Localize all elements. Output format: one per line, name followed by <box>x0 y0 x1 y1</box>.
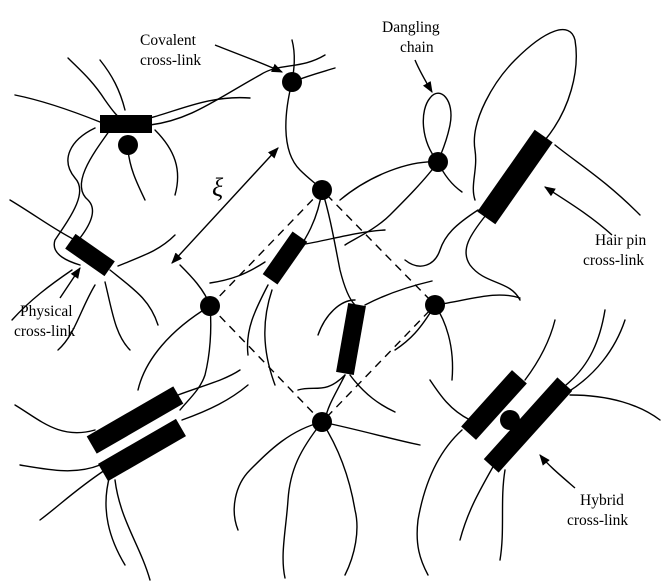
node-dangling <box>428 152 448 172</box>
node-top-left-cluster <box>118 135 138 155</box>
polymer-chain <box>322 422 357 575</box>
polymer-chain <box>10 200 75 240</box>
polymer-chain <box>466 215 520 300</box>
bar-hairpin <box>477 130 552 225</box>
dangling-label-line1: Dangling <box>382 19 440 36</box>
polymer-chain <box>500 470 505 560</box>
polymer-chain <box>350 375 395 412</box>
polymer-chain <box>300 230 385 245</box>
polymer-chain <box>138 306 210 390</box>
hybrid-label-line1: Hybrid <box>580 492 624 509</box>
covalent-label-line2: cross-link <box>140 52 201 69</box>
node-covalent-top <box>282 72 302 92</box>
polymer-chain <box>80 130 110 238</box>
polymer-chain <box>106 475 125 565</box>
polymer-chain <box>322 422 420 445</box>
polymer-chains <box>10 30 660 580</box>
hairpin-label-line2: cross-link <box>583 252 644 269</box>
polymer-chain <box>570 395 660 420</box>
covalent-nodes <box>118 72 520 432</box>
bar-center <box>263 232 308 285</box>
physical-label-line2: cross-link <box>14 323 75 340</box>
polymer-chain <box>460 465 494 540</box>
mesh-outline-lower <box>210 305 435 422</box>
node-mesh-left <box>200 296 220 316</box>
node-mesh-right <box>425 295 445 315</box>
polymer-chain <box>417 430 462 575</box>
polymer-chain <box>283 422 322 578</box>
polymer-chain <box>568 320 625 392</box>
polymer-chain <box>180 306 211 410</box>
node-mesh-bottom <box>312 412 332 432</box>
polymer-chain <box>118 235 175 266</box>
bar-top-left <box>100 115 152 133</box>
polymer-chain <box>40 470 105 520</box>
polymer-chain <box>100 60 125 110</box>
polymer-chain <box>555 145 640 215</box>
polymer-chain <box>234 422 322 530</box>
mesh-size-symbol: ξ <box>212 173 224 202</box>
polymer-chain <box>210 262 265 283</box>
polymer-chain <box>128 150 145 200</box>
physical-arrow <box>60 268 80 298</box>
polymer-chain <box>115 480 150 580</box>
polymer-chain <box>20 465 100 471</box>
hairpin-label-line1: Hair pin <box>595 232 646 249</box>
bar-center-vertical <box>336 303 366 375</box>
polymer-chain <box>15 405 95 433</box>
dangling-chain <box>423 93 451 162</box>
polymer-chain <box>525 320 555 380</box>
mesh-outline-upper <box>210 190 435 306</box>
polymer-chain <box>286 82 322 190</box>
hybrid-label-line2: cross-link <box>567 512 628 529</box>
polymer-chain <box>435 305 453 380</box>
polymer-chain <box>110 270 158 325</box>
covalent-label-line1: Covalent <box>140 32 197 49</box>
polymer-chain <box>365 281 432 305</box>
polymer-chain <box>150 98 250 118</box>
polymer-chain <box>345 162 438 245</box>
dangling-label-line2: chain <box>400 39 434 56</box>
dangling-arrow <box>415 60 432 92</box>
polymer-chain <box>155 130 178 195</box>
polymer-chain <box>105 282 130 350</box>
hairpin-arrow <box>545 187 612 235</box>
mesh-size-arrow <box>172 148 278 263</box>
polymer-chain <box>325 375 345 420</box>
polymer-chain <box>430 380 470 420</box>
polymer-chain <box>435 295 520 305</box>
covalent-arrow <box>215 45 282 72</box>
polymer-chain <box>178 370 240 395</box>
hybrid-arrow <box>540 455 575 488</box>
polymer-chain <box>566 310 605 385</box>
node-mesh-top <box>312 180 332 200</box>
polymer-chain <box>15 95 100 122</box>
node-hybrid <box>500 410 520 430</box>
physical-label-line1: Physical <box>20 303 73 320</box>
labels: Covalent cross-link Dangling chain Hair … <box>14 19 646 529</box>
